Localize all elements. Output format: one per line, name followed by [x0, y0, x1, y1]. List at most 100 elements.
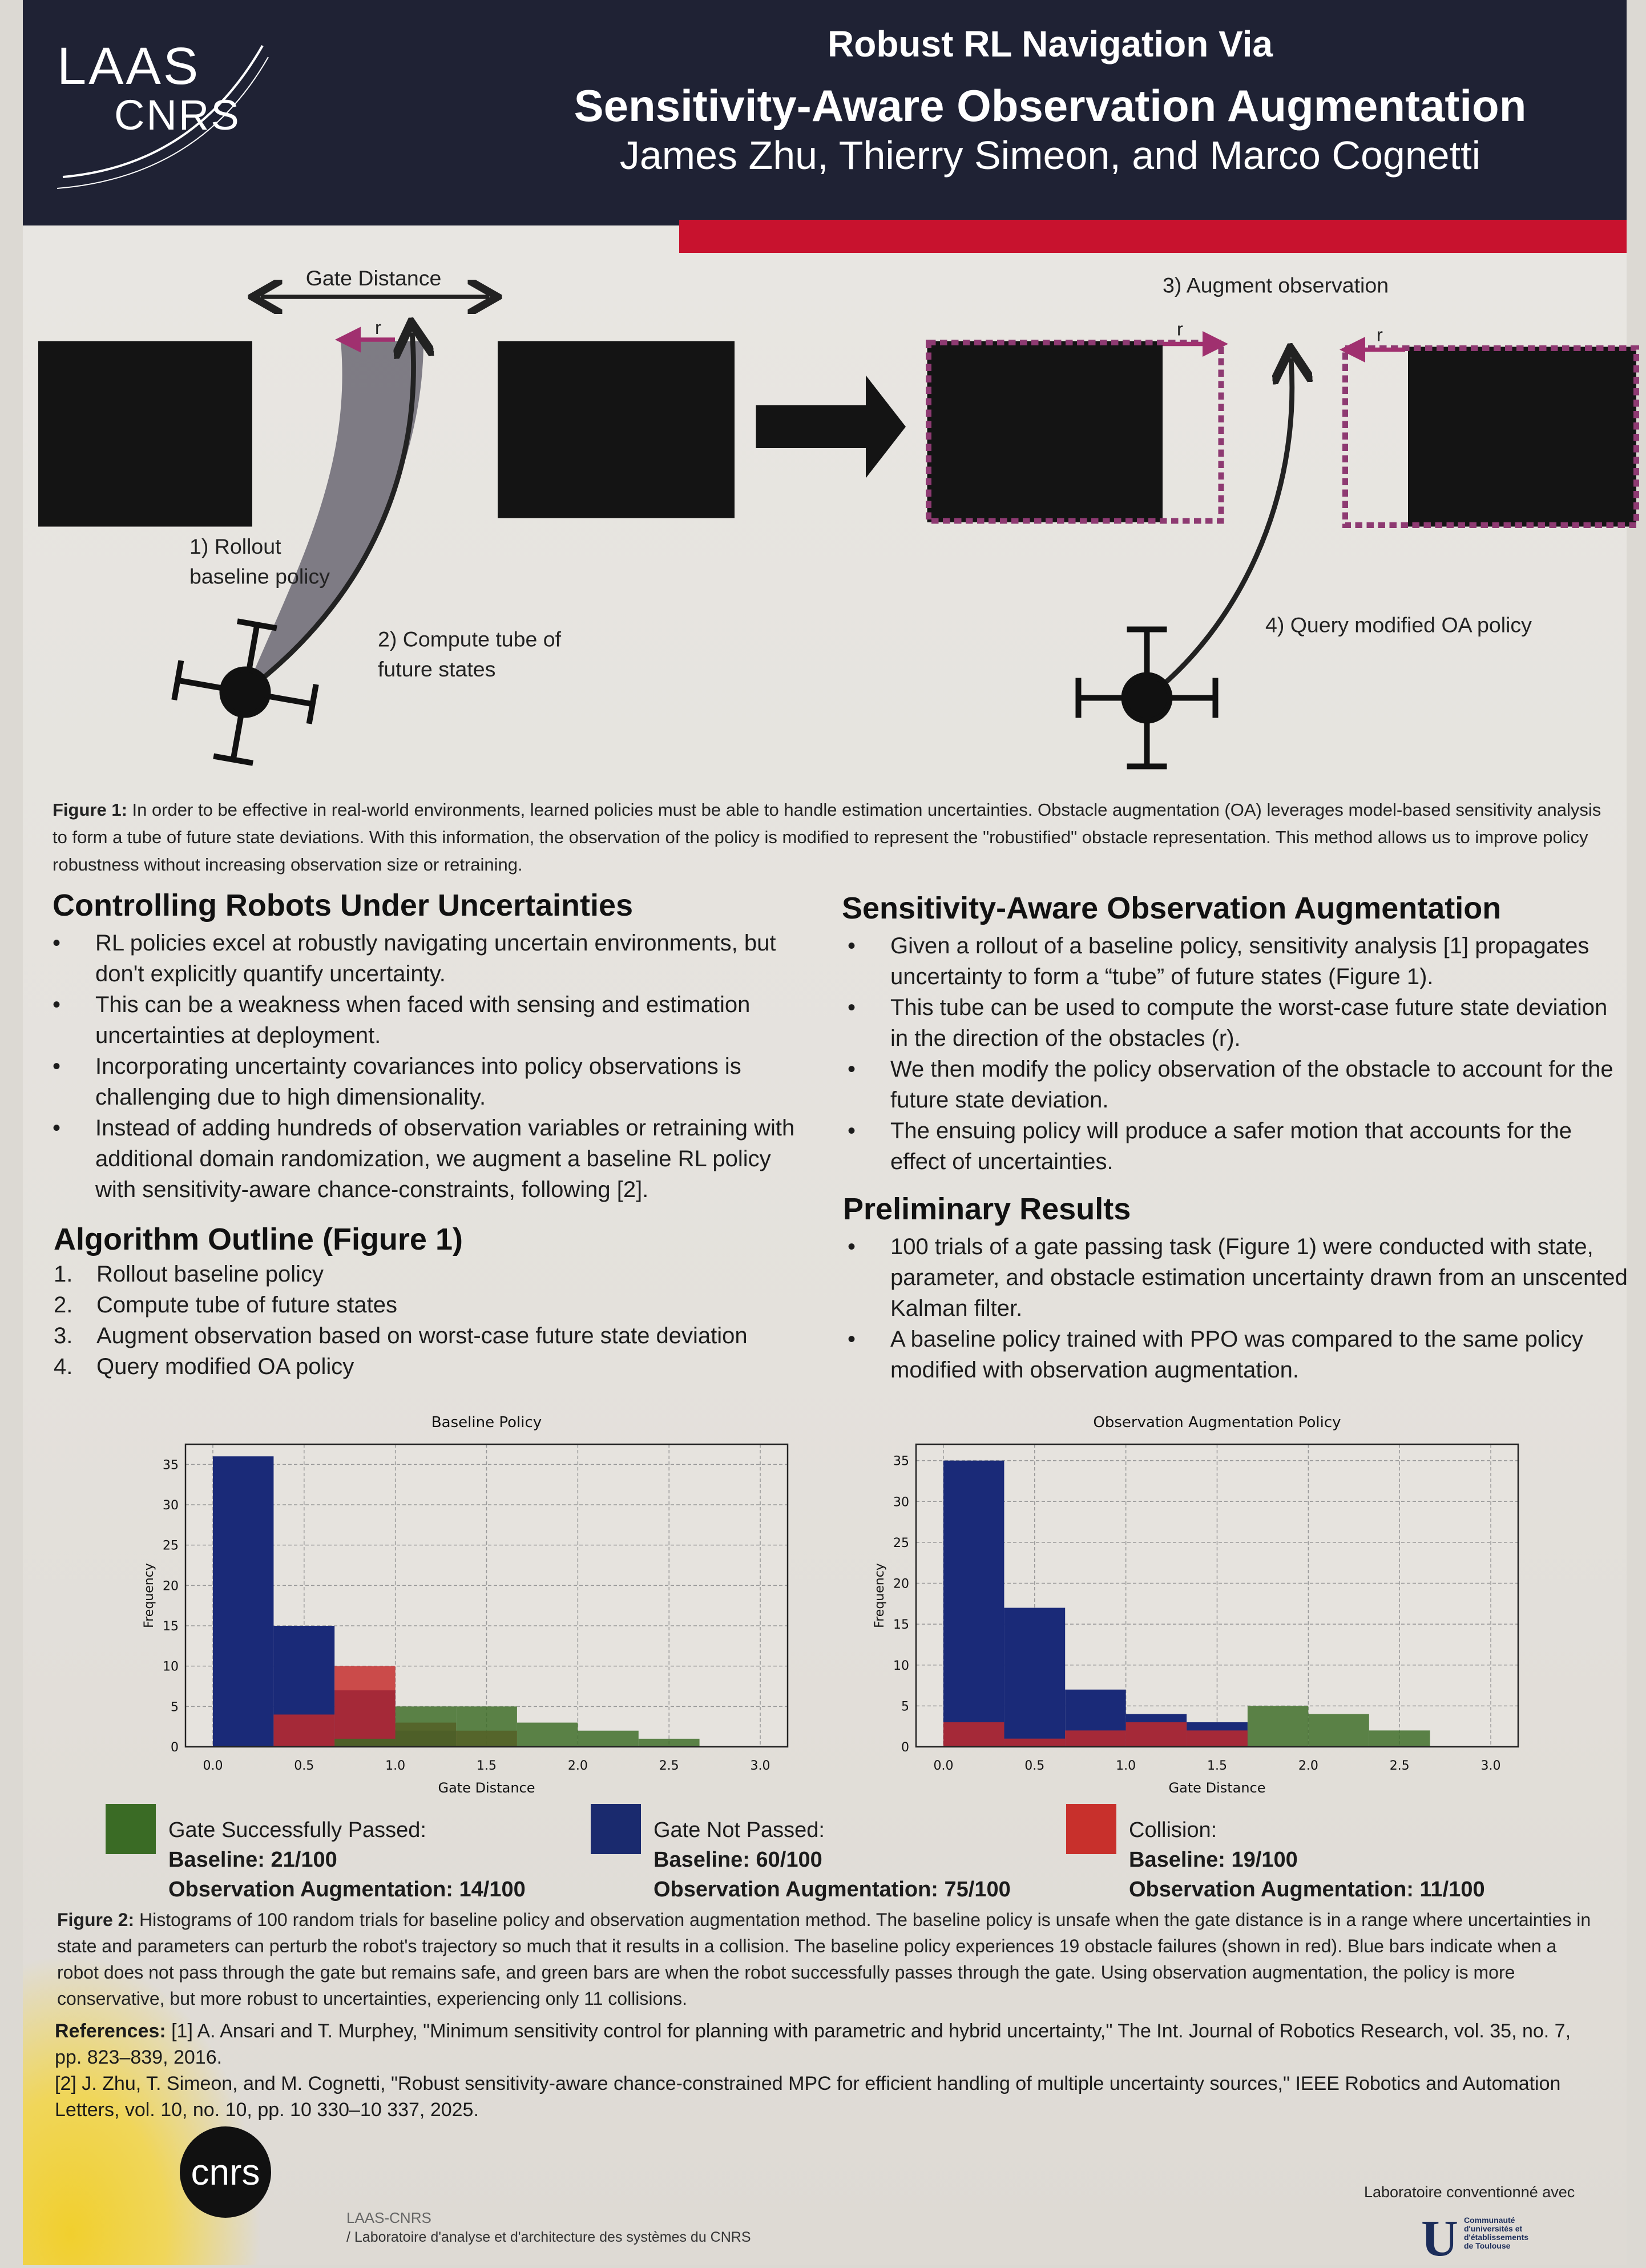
references: References: [1] A. Ansari and T. Murphey… — [55, 2018, 1596, 2123]
process-arrow-icon — [756, 375, 906, 478]
histogram-bar-gate-successfully-passed — [456, 1706, 517, 1747]
oa-histogram: Observation Augmentation Policy 0.0 0.5 1.0… — [873, 1414, 1519, 1796]
y-tick-label: 20 — [893, 1577, 909, 1592]
algorithm-steps: 1.Rollout baseline policy 2.Compute tube… — [54, 1259, 830, 1382]
chart-title: Observation Augmentation Policy — [1093, 1414, 1341, 1431]
y-tick-label: 20 — [163, 1579, 179, 1593]
y-axis-label: Frequency — [873, 1563, 887, 1628]
poster-title-line2: Sensitivity-Aware Observation Augmentati… — [574, 80, 1527, 131]
step-text: Compute tube of future states — [96, 1292, 397, 1318]
u-logo-text: Communauté d'universités et d'établissem… — [1464, 2215, 1529, 2250]
x-tick-label: 0.5 — [1024, 1759, 1044, 1773]
x-tick-label: 0.5 — [294, 1759, 314, 1773]
y-tick-label: 15 — [163, 1620, 179, 1634]
bullet: RL policies excel at robustly navigating… — [53, 928, 806, 989]
histogram-bar-gate-successfully-passed — [1369, 1730, 1430, 1747]
x-tick-label: 1.0 — [385, 1759, 405, 1773]
x-tick-label: 2.0 — [1298, 1759, 1318, 1773]
step4-label: 4) Query modified OA policy — [1265, 613, 1532, 637]
x-tick-label: 0.0 — [203, 1759, 223, 1773]
uncertainty-tube — [245, 341, 423, 692]
x-tick-label: 1.0 — [1116, 1759, 1136, 1773]
heading-controlling-robots: Controlling Robots Under Uncertainties — [53, 888, 634, 922]
footer-conventionne: Laboratoire conventionné avec — [1364, 2184, 1575, 2201]
legend-label: Collision: — [1129, 1818, 1217, 1842]
histogram-bar-gate-successfully-passed — [517, 1722, 578, 1747]
bullet: The ensuing policy will produce a safer … — [848, 1115, 1629, 1177]
header-band — [23, 0, 1627, 225]
obstacle-left — [38, 341, 252, 527]
step-number: 4. — [54, 1354, 73, 1379]
y-tick-label: 35 — [163, 1458, 179, 1472]
plot-frame — [915, 1443, 1519, 1748]
laas-cnrs-logo: LAAS CNRS — [57, 37, 269, 189]
histogram-bar-gate-not-passed — [943, 1460, 1004, 1747]
r-label: r — [375, 317, 381, 338]
bullet: This can be a weakness when faced with s… — [53, 989, 806, 1051]
histogram-bar-gate-successfully-passed — [1308, 1714, 1369, 1747]
bullet: Instead of adding hundreds of observatio… — [53, 1113, 806, 1205]
r-label: r — [1377, 325, 1383, 345]
step-item: 2. Compute tube of future states — [54, 1290, 830, 1320]
plot-frame — [184, 1443, 789, 1748]
augmented-obstacle-right — [1408, 347, 1636, 527]
poster-title-line1: Robust RL Navigation Via — [828, 23, 1273, 65]
heading-algorithm-outline: Algorithm Outline (Figure 1) — [54, 1222, 463, 1256]
step2-label-line2: future states — [378, 657, 495, 681]
legend-label: Gate Not Passed: — [653, 1818, 825, 1842]
histogram-bar-gate-successfully-passed — [638, 1738, 700, 1747]
y-tick-label: 10 — [163, 1660, 179, 1674]
gate-distance-label: Gate Distance — [306, 266, 442, 290]
legend-label: Gate Successfully Passed: — [168, 1818, 426, 1842]
step-item: 4.Query modified OA policy — [54, 1351, 830, 1382]
y-tick-label: 25 — [893, 1536, 909, 1550]
step-item: 3.Augment observation based on worst-cas… — [54, 1320, 830, 1351]
legend-gate-passed: Gate Successfully Passed: Baseline: 21/1… — [106, 1804, 526, 1904]
legend-swatch-blue — [591, 1804, 641, 1854]
rollout-trajectory-arrow — [243, 333, 414, 694]
obstacle-right — [498, 341, 735, 518]
figure1-text: In order to be effective in real-world e… — [53, 800, 1601, 875]
y-axis-label: Frequency — [142, 1563, 156, 1628]
u-logo-mark: U — [1421, 2210, 1458, 2267]
legend-oa: Observation Augmentation: 14/100 — [168, 1878, 526, 1902]
r-label: r — [1177, 319, 1183, 340]
univ-toulouse-logo: U Communauté d'universités et d'établiss… — [1421, 2209, 1528, 2268]
logo-laas: LAAS — [57, 37, 201, 95]
x-tick-label: 2.5 — [659, 1759, 679, 1773]
figure1-caption: Figure 1: In order to be effective in re… — [53, 796, 1605, 879]
red-accent-bar — [679, 220, 1627, 253]
heading-sensitivity-aware: Sensitivity-Aware Observation Augmentati… — [842, 891, 1502, 925]
y-tick-label: 35 — [893, 1455, 909, 1469]
bullet: Given a rollout of a baseline policy, se… — [848, 930, 1629, 992]
legend-gate-not-passed: Gate Not Passed: Baseline: 60/100 Observ… — [591, 1804, 1011, 1904]
histogram-bar-collision — [273, 1714, 335, 1747]
x-tick-label: 1.5 — [1207, 1759, 1227, 1773]
legend-oa: Observation Augmentation: 75/100 — [653, 1878, 1011, 1902]
oa-trajectory-arrow — [1145, 358, 1292, 700]
reference-1: [1] A. Ansari and T. Murphey, "Minimum s… — [55, 2020, 1571, 2068]
step-number: 2. — [54, 1292, 73, 1318]
references-label: References: — [55, 2020, 166, 2042]
legend-oa: Observation Augmentation: 11/100 — [1129, 1878, 1485, 1902]
augmented-obstacle-left — [927, 341, 1163, 522]
histogram-bar-gate-not-passed — [212, 1456, 274, 1747]
step1-label-line2: baseline policy — [189, 565, 330, 589]
authors: James Zhu, Thierry Simeon, and Marco Cog… — [619, 133, 1481, 178]
x-tick-label: 0.0 — [933, 1759, 953, 1773]
y-tick-label: 25 — [163, 1539, 179, 1553]
figure2-caption: Figure 2: Histograms of 100 random trial… — [57, 1907, 1598, 2012]
legend-swatch-red — [1066, 1804, 1116, 1854]
results-bullets: 100 trials of a gate passing task (Figur… — [848, 1231, 1629, 1385]
step-text: Rollout baseline policy — [96, 1262, 324, 1287]
robot-drone-icon — [1075, 626, 1219, 770]
legend-collision: Collision: Baseline: 19/100 Observation … — [1066, 1804, 1485, 1904]
histogram-bar-collision — [1004, 1738, 1066, 1747]
y-tick-label: 5 — [171, 1700, 179, 1714]
step-number: 3. — [54, 1323, 73, 1348]
figure1-label: Figure 1: — [53, 800, 127, 820]
heading-preliminary-results: Preliminary Results — [843, 1192, 1131, 1226]
step2-label-line1: 2) Compute tube of — [378, 627, 562, 651]
bullet: 100 trials of a gate passing task (Figur… — [848, 1231, 1629, 1324]
x-tick-label: 1.5 — [477, 1759, 497, 1773]
